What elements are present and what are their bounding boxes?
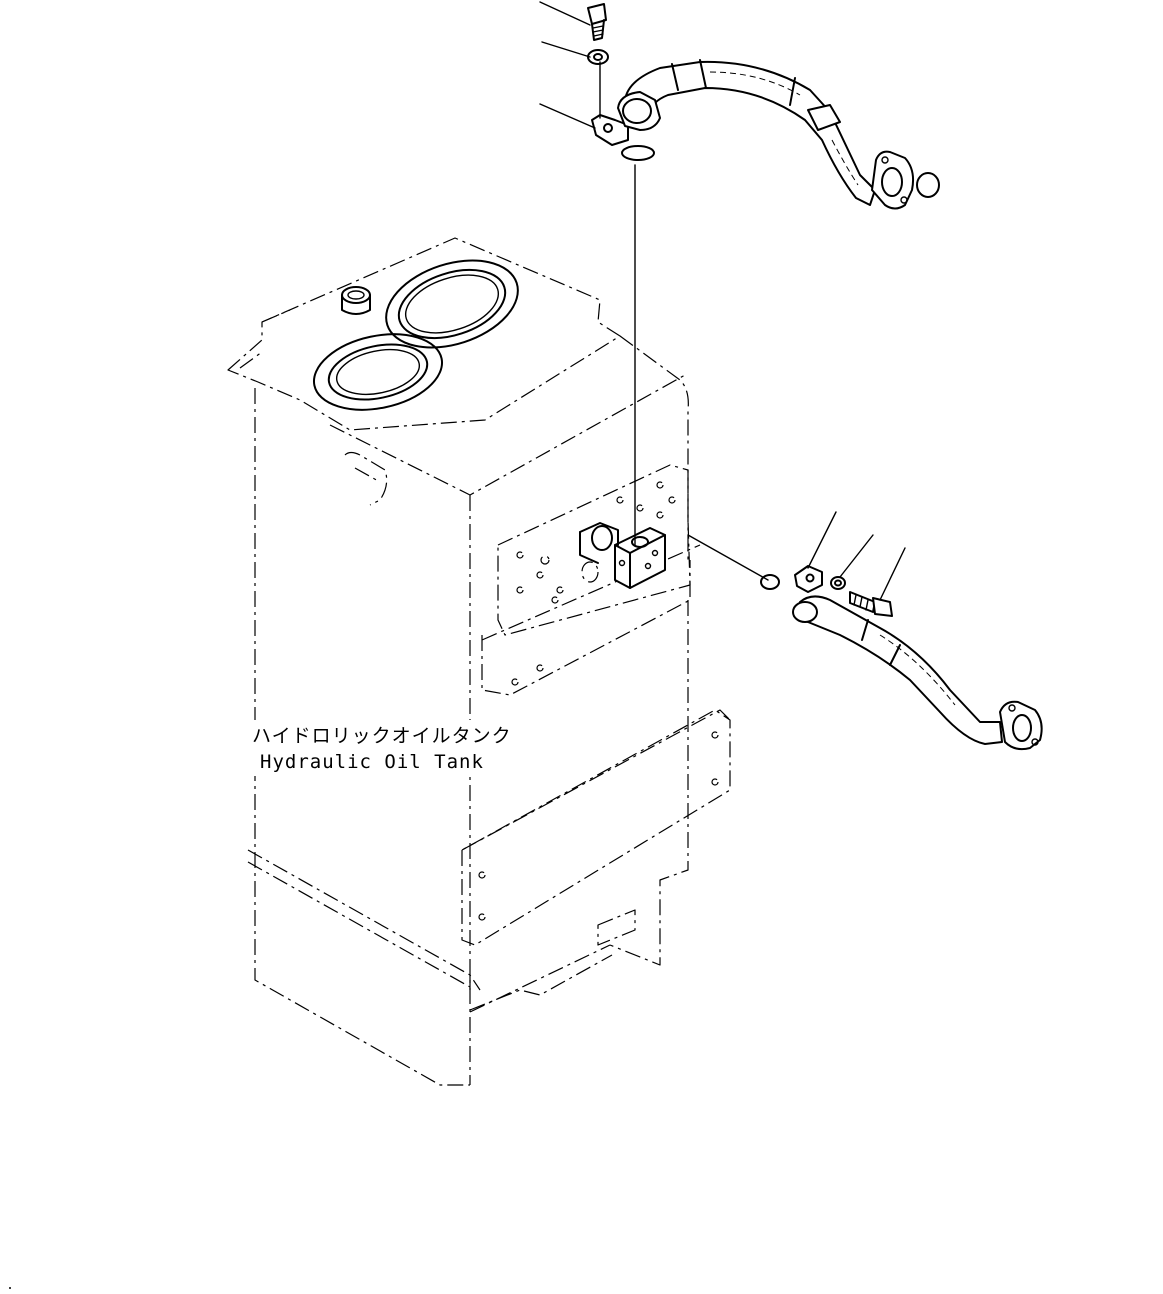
lower-o-ring	[760, 574, 780, 590]
lower-split-flange	[794, 565, 823, 593]
upper-bolt	[587, 3, 607, 41]
inlet-block	[579, 522, 666, 589]
upper-leader-lines	[539, 1, 636, 546]
tank-top-opening-front	[312, 333, 444, 411]
manifold-bracket	[481, 544, 701, 696]
tank-label-japanese: ハイドロリックオイルタンク	[252, 725, 512, 747]
tank-label-english: Hydraulic Oil Tank	[260, 751, 484, 773]
side-guard-plate	[461, 709, 731, 946]
corner-dot	[9, 1287, 11, 1289]
filler-cap	[341, 286, 371, 315]
lower-hose-end-flange	[999, 700, 1043, 751]
lower-hose	[792, 595, 1003, 745]
lower-leader-lines	[687, 511, 906, 601]
lower-bolt	[849, 591, 893, 617]
lower-washer	[830, 576, 846, 590]
upper-washer	[587, 49, 609, 65]
upper-o-ring	[621, 145, 655, 161]
upper-hose-end-flange	[871, 150, 940, 210]
manifold-plate	[497, 464, 691, 636]
hydraulic-oil-tank	[227, 237, 689, 1086]
upper-split-flange	[591, 114, 629, 146]
tank-top-opening-rear	[385, 259, 519, 349]
upper-hose	[617, 59, 876, 206]
tank-label: ハイドロリックオイルタンク Hydraulic Oil Tank	[246, 720, 512, 776]
